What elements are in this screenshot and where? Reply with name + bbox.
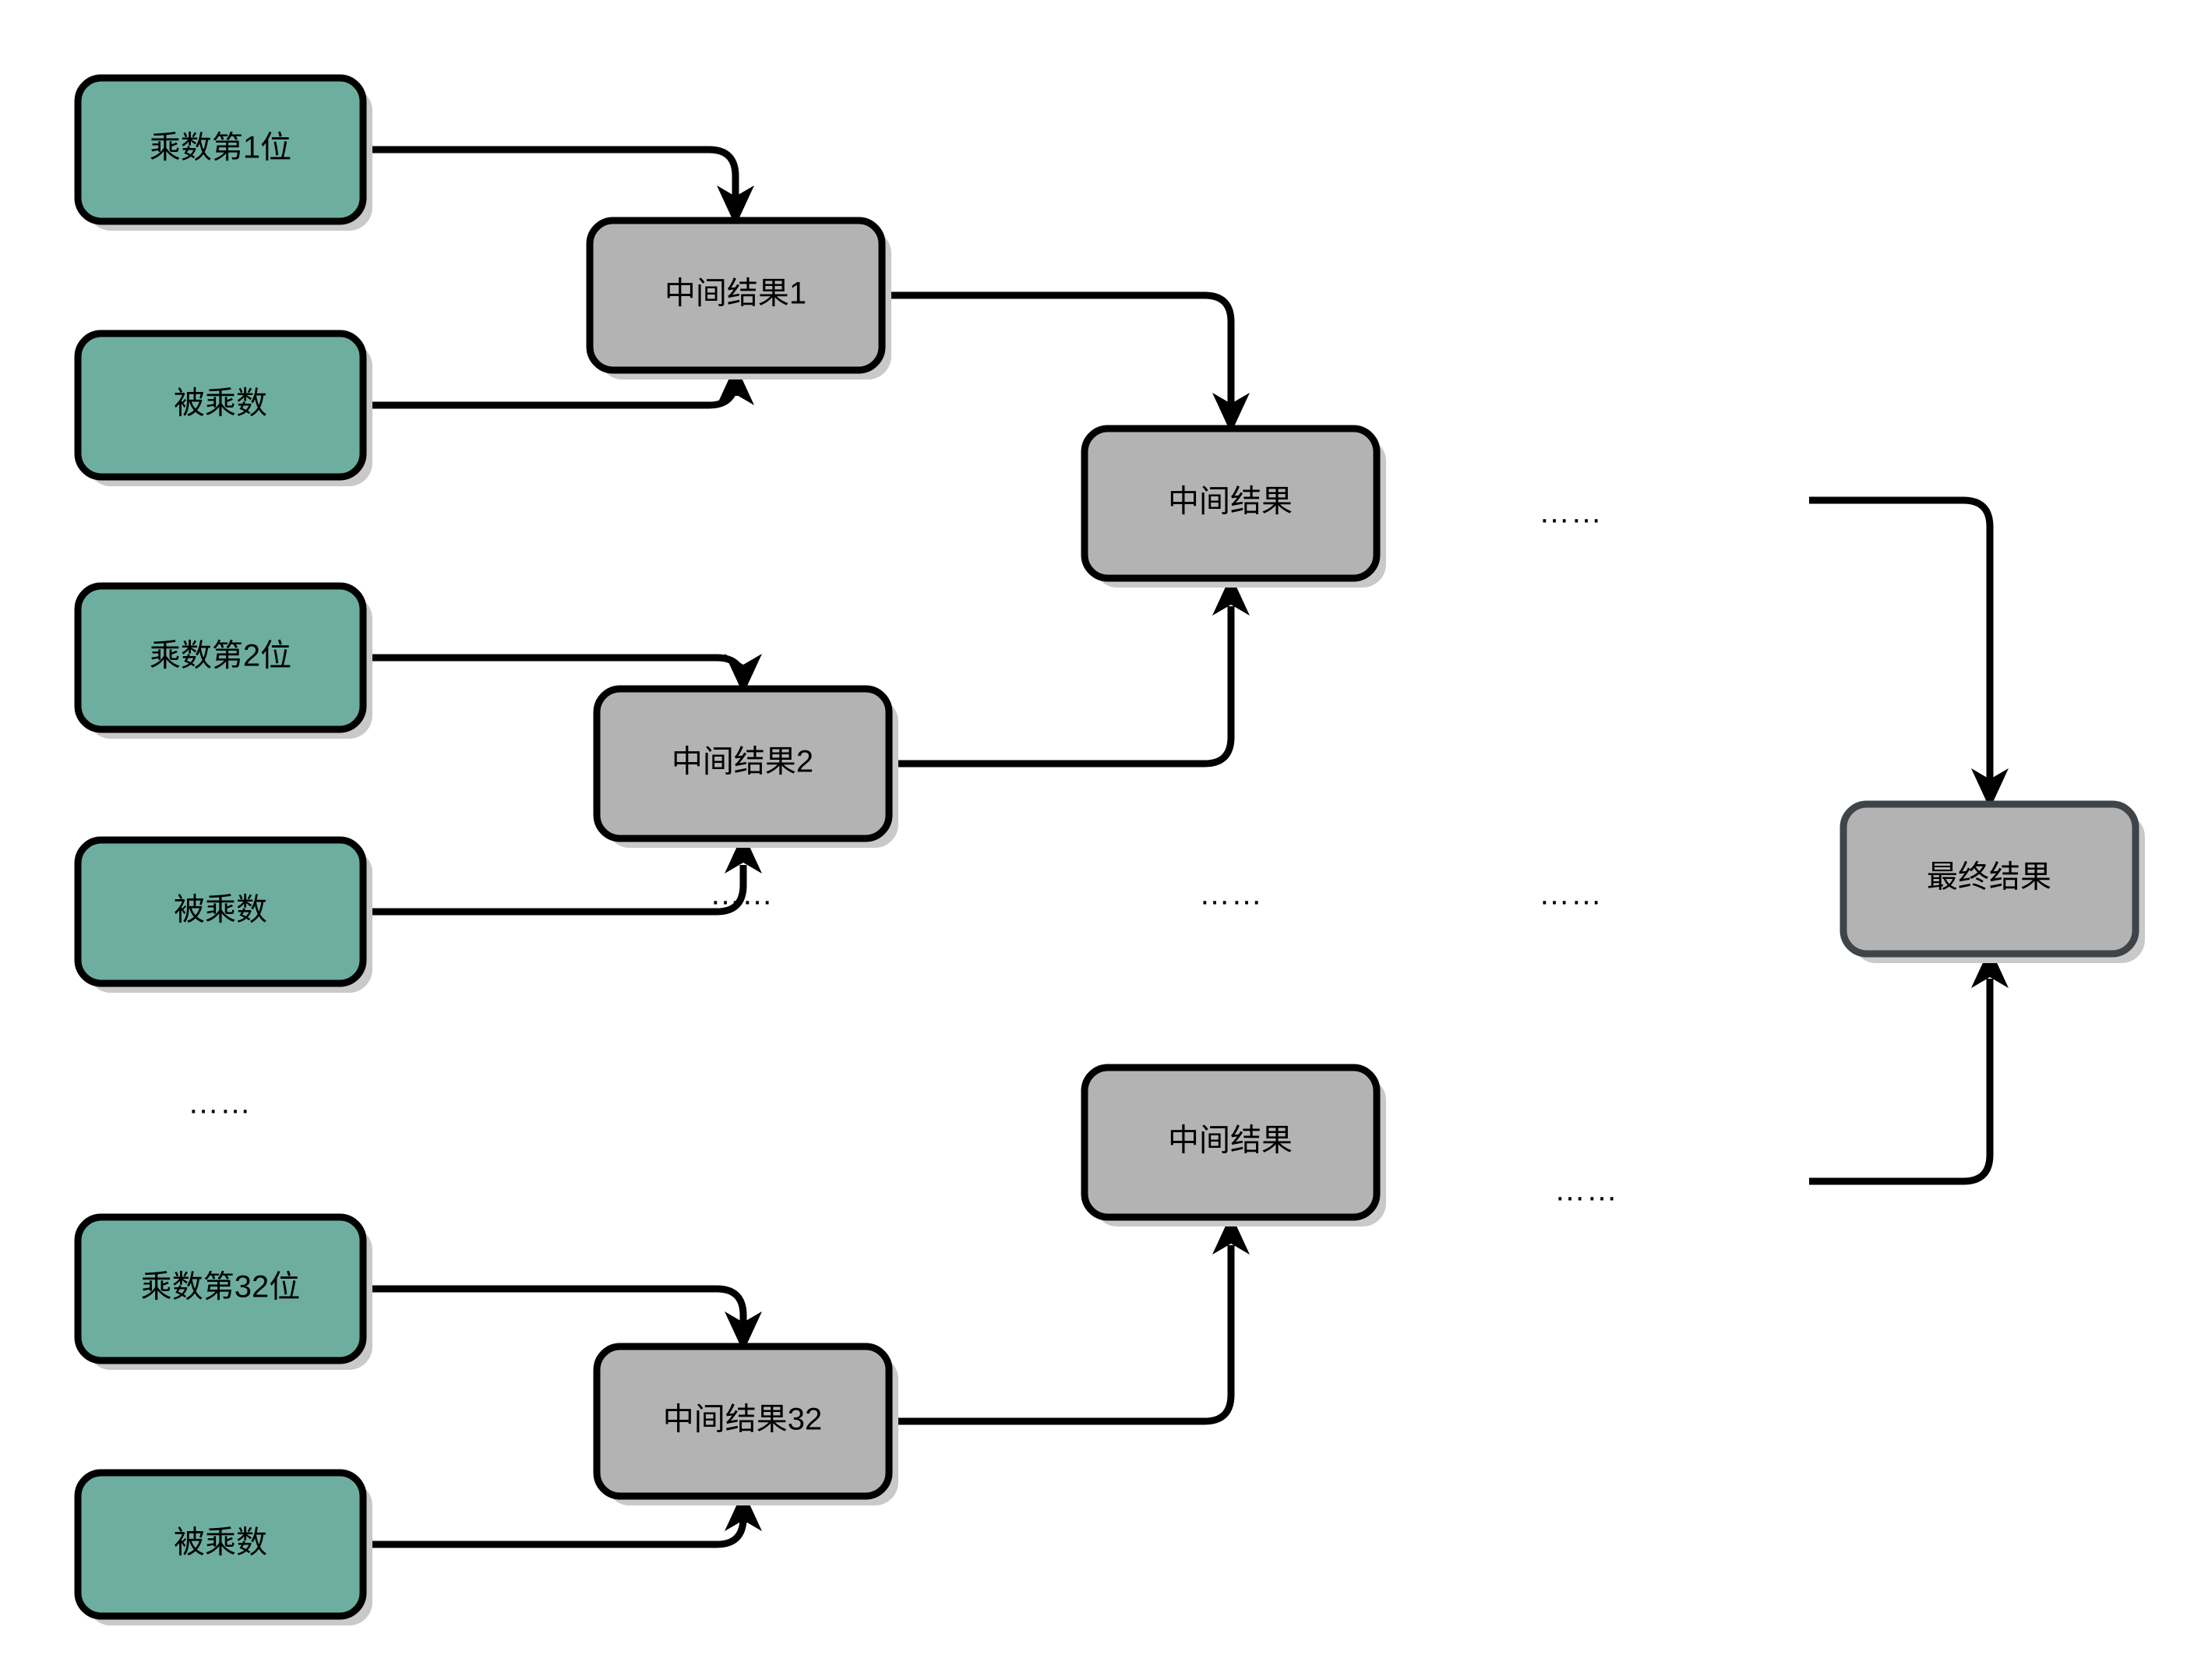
node-box[interactable] <box>74 582 367 733</box>
edge-multiplicand2-to-partial2 <box>363 833 762 916</box>
node-partial-result-32[interactable]: 中间结果32 <box>593 1343 898 1505</box>
ellipsis-mid-right: …… <box>1539 877 1603 912</box>
node-mul-bit-1[interactable]: 乘数第1位 <box>74 74 372 231</box>
ellipsis-mid-left: …… <box>710 877 774 912</box>
node-box[interactable] <box>74 1469 367 1620</box>
ellipsis-lower-center: …… <box>1554 1174 1618 1208</box>
edge-partial1-to-sumupper <box>882 291 1250 433</box>
ellipsis-lower-left: …… <box>188 1086 252 1121</box>
edge-stublower-to-final <box>1809 948 2009 1185</box>
node-multiplicand-2[interactable]: 被乘数 <box>74 836 372 993</box>
node-label: 被乘数 <box>174 386 267 421</box>
edge-multiplicand32-to-partial32 <box>363 1491 762 1548</box>
node-mul-bit-2[interactable]: 乘数第2位 <box>74 582 372 739</box>
node-partial-result-1[interactable]: 中间结果1 <box>586 217 891 379</box>
node-box[interactable] <box>586 217 886 374</box>
ellipsis-mid-center: …… <box>1199 877 1263 912</box>
edge-mulbit2-to-partial2 <box>363 654 762 694</box>
edge-layer <box>363 146 2009 1548</box>
node-mul-bit-32[interactable]: 乘数第32位 <box>74 1213 372 1370</box>
node-box[interactable] <box>1840 800 2139 958</box>
ellipsis-layer: …… …… …… …… …… …… <box>188 496 1618 1208</box>
node-label: 中间结果2 <box>672 745 813 779</box>
node-box[interactable] <box>74 330 367 481</box>
node-multiplicand-1[interactable]: 被乘数 <box>74 330 372 486</box>
node-label: 乘数第1位 <box>150 131 291 165</box>
node-final-result[interactable]: 最终结果 <box>1840 800 2145 963</box>
edge-stubupper-to-final <box>1809 496 2009 809</box>
node-partial-result-2[interactable]: 中间结果2 <box>593 685 898 848</box>
node-sum-lower[interactable]: 中间结果 <box>1081 1064 1386 1226</box>
edge-mulbit32-to-partial32 <box>363 1285 762 1352</box>
node-box[interactable] <box>1081 425 1381 582</box>
node-label: 被乘数 <box>174 1526 267 1560</box>
edge-partial2-to-sumupper <box>889 575 1250 768</box>
node-multiplicand-32[interactable]: 被乘数 <box>74 1469 372 1625</box>
node-sum-upper[interactable]: 中间结果 <box>1081 425 1386 588</box>
node-label: 中间结果 <box>1168 1124 1293 1158</box>
node-label: 乘数第32位 <box>141 1270 301 1304</box>
node-box[interactable] <box>593 1343 893 1500</box>
node-box[interactable] <box>1081 1064 1381 1221</box>
node-box[interactable] <box>74 1213 367 1364</box>
node-label: 乘数第2位 <box>150 639 291 673</box>
node-box[interactable] <box>593 685 893 842</box>
edge-partial32-to-sumlower <box>889 1214 1250 1425</box>
node-box[interactable] <box>74 836 367 987</box>
node-label: 中间结果32 <box>663 1403 823 1437</box>
node-label: 中间结果1 <box>665 277 806 311</box>
node-box[interactable] <box>74 74 367 225</box>
node-label: 中间结果 <box>1168 485 1293 519</box>
node-label: 被乘数 <box>174 893 267 927</box>
node-label: 最终结果 <box>1927 860 2051 895</box>
ellipsis-top-right: …… <box>1539 496 1603 530</box>
edge-mulbit1-to-partial1 <box>363 146 754 226</box>
